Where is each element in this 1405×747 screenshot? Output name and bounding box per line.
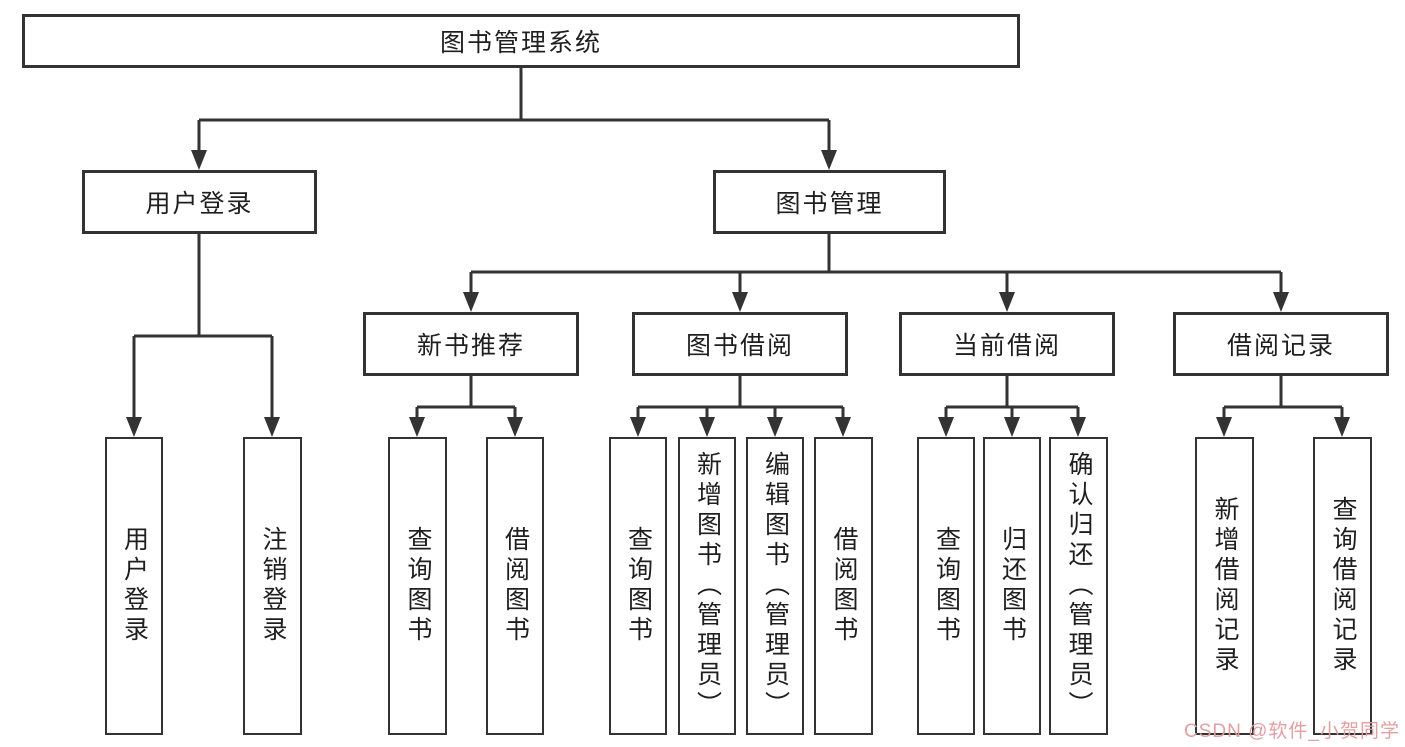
node-new-book-recommend-label: 新书推荐: [416, 332, 525, 360]
leaf-return-book: 归还图书: [983, 437, 1041, 735]
node-current-borrow-label: 当前借阅: [952, 332, 1061, 360]
leaf-edit-book-admin-label: 编辑图书（管理员）: [761, 451, 790, 721]
connector-root: [191, 68, 837, 170]
node-book-management: 图书管理: [713, 170, 946, 234]
leaf-add-borrow-record-label: 新增借阅记录: [1211, 496, 1239, 676]
node-borrow-records-label: 借阅记录: [1226, 332, 1335, 360]
leaf-logout: 注销登录: [243, 437, 302, 735]
node-user-login-label: 用户登录: [145, 190, 254, 218]
leaf-query-books-2-label: 查询图书: [624, 526, 653, 646]
leaf-user-login: 用户登录: [105, 437, 163, 735]
leaf-confirm-return-admin-label: 确认归还（管理员）: [1065, 451, 1093, 721]
node-borrow-records: 借阅记录: [1173, 312, 1389, 376]
connector-new-book-recommend: [409, 376, 523, 437]
node-book-borrow-label: 图书借阅: [685, 332, 794, 360]
node-book-borrow: 图书借阅: [632, 312, 848, 376]
node-new-book-recommend: 新书推荐: [363, 312, 579, 376]
leaf-confirm-return-admin: 确认归还（管理员）: [1049, 437, 1108, 735]
node-root: 图书管理系统: [22, 14, 1020, 68]
node-book-management-label: 图书管理: [775, 190, 884, 218]
watermark: CSDN @软件_小贺同学: [1184, 721, 1400, 742]
connector-current-borrow: [938, 376, 1086, 437]
leaf-add-book-admin: 新增图书（管理员）: [678, 437, 736, 735]
node-root-label: 图书管理系统: [439, 29, 602, 57]
connector-book-management: [463, 234, 1289, 312]
leaf-edit-book-admin: 编辑图书（管理员）: [746, 437, 804, 735]
leaf-query-books-1: 查询图书: [388, 437, 447, 735]
connector-borrow-records: [1216, 376, 1350, 437]
leaf-query-books-2: 查询图书: [609, 437, 667, 735]
node-current-borrow: 当前借阅: [899, 312, 1115, 376]
leaf-logout-label: 注销登录: [259, 526, 287, 646]
connector-book-borrow: [630, 376, 851, 437]
leaf-query-books-1-label: 查询图书: [404, 526, 432, 646]
leaf-borrow-books-1-label: 借阅图书: [501, 526, 530, 646]
leaf-borrow-books-2: 借阅图书: [814, 437, 873, 735]
leaf-borrow-books-2-label: 借阅图书: [830, 526, 858, 646]
leaf-borrow-books-1: 借阅图书: [486, 437, 544, 735]
leaf-query-borrow-record-label: 查询借阅记录: [1329, 496, 1357, 676]
leaf-query-borrow-record: 查询借阅记录: [1313, 437, 1372, 735]
leaf-add-book-admin-label: 新增图书（管理员）: [693, 451, 722, 721]
leaf-query-books-3-label: 查询图书: [932, 526, 961, 646]
node-user-login: 用户登录: [82, 170, 317, 234]
leaf-user-login-label: 用户登录: [120, 526, 149, 646]
leaf-return-book-label: 归还图书: [998, 526, 1027, 646]
leaf-add-borrow-record: 新增借阅记录: [1195, 437, 1254, 735]
connector-user-login: [126, 234, 280, 437]
leaf-query-books-3: 查询图书: [917, 437, 975, 735]
